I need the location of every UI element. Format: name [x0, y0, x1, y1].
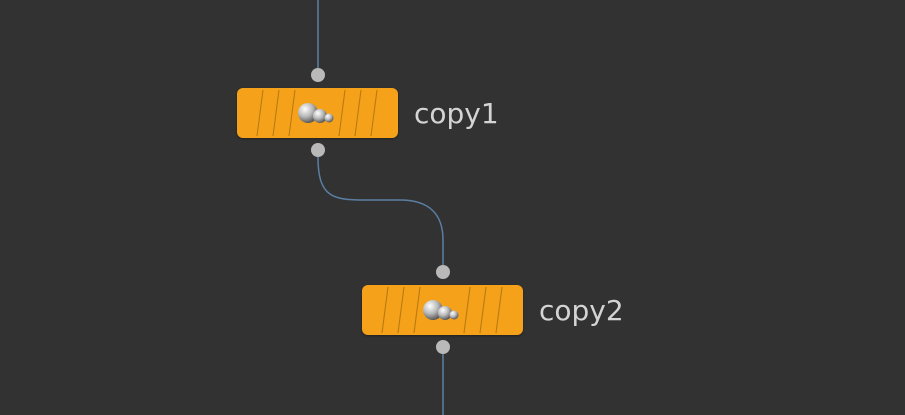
copy1-output-port[interactable] [311, 143, 325, 157]
copy2-input-port[interactable] [436, 265, 450, 279]
node-copy1[interactable] [237, 88, 398, 138]
copy2-output-port[interactable] [436, 340, 450, 354]
node-copy2[interactable] [362, 285, 523, 335]
node-label-copy2: copy2 [539, 294, 624, 327]
wire-copy1-to-copy2 [317, 156, 444, 265]
node-label-copy1: copy1 [414, 97, 499, 130]
node-body-stripes [381, 286, 503, 334]
copy1-input-port[interactable] [311, 68, 325, 82]
copy-spheres-icon [298, 103, 334, 123]
copy-spheres-icon [423, 300, 459, 320]
node-body-stripes [256, 89, 378, 137]
